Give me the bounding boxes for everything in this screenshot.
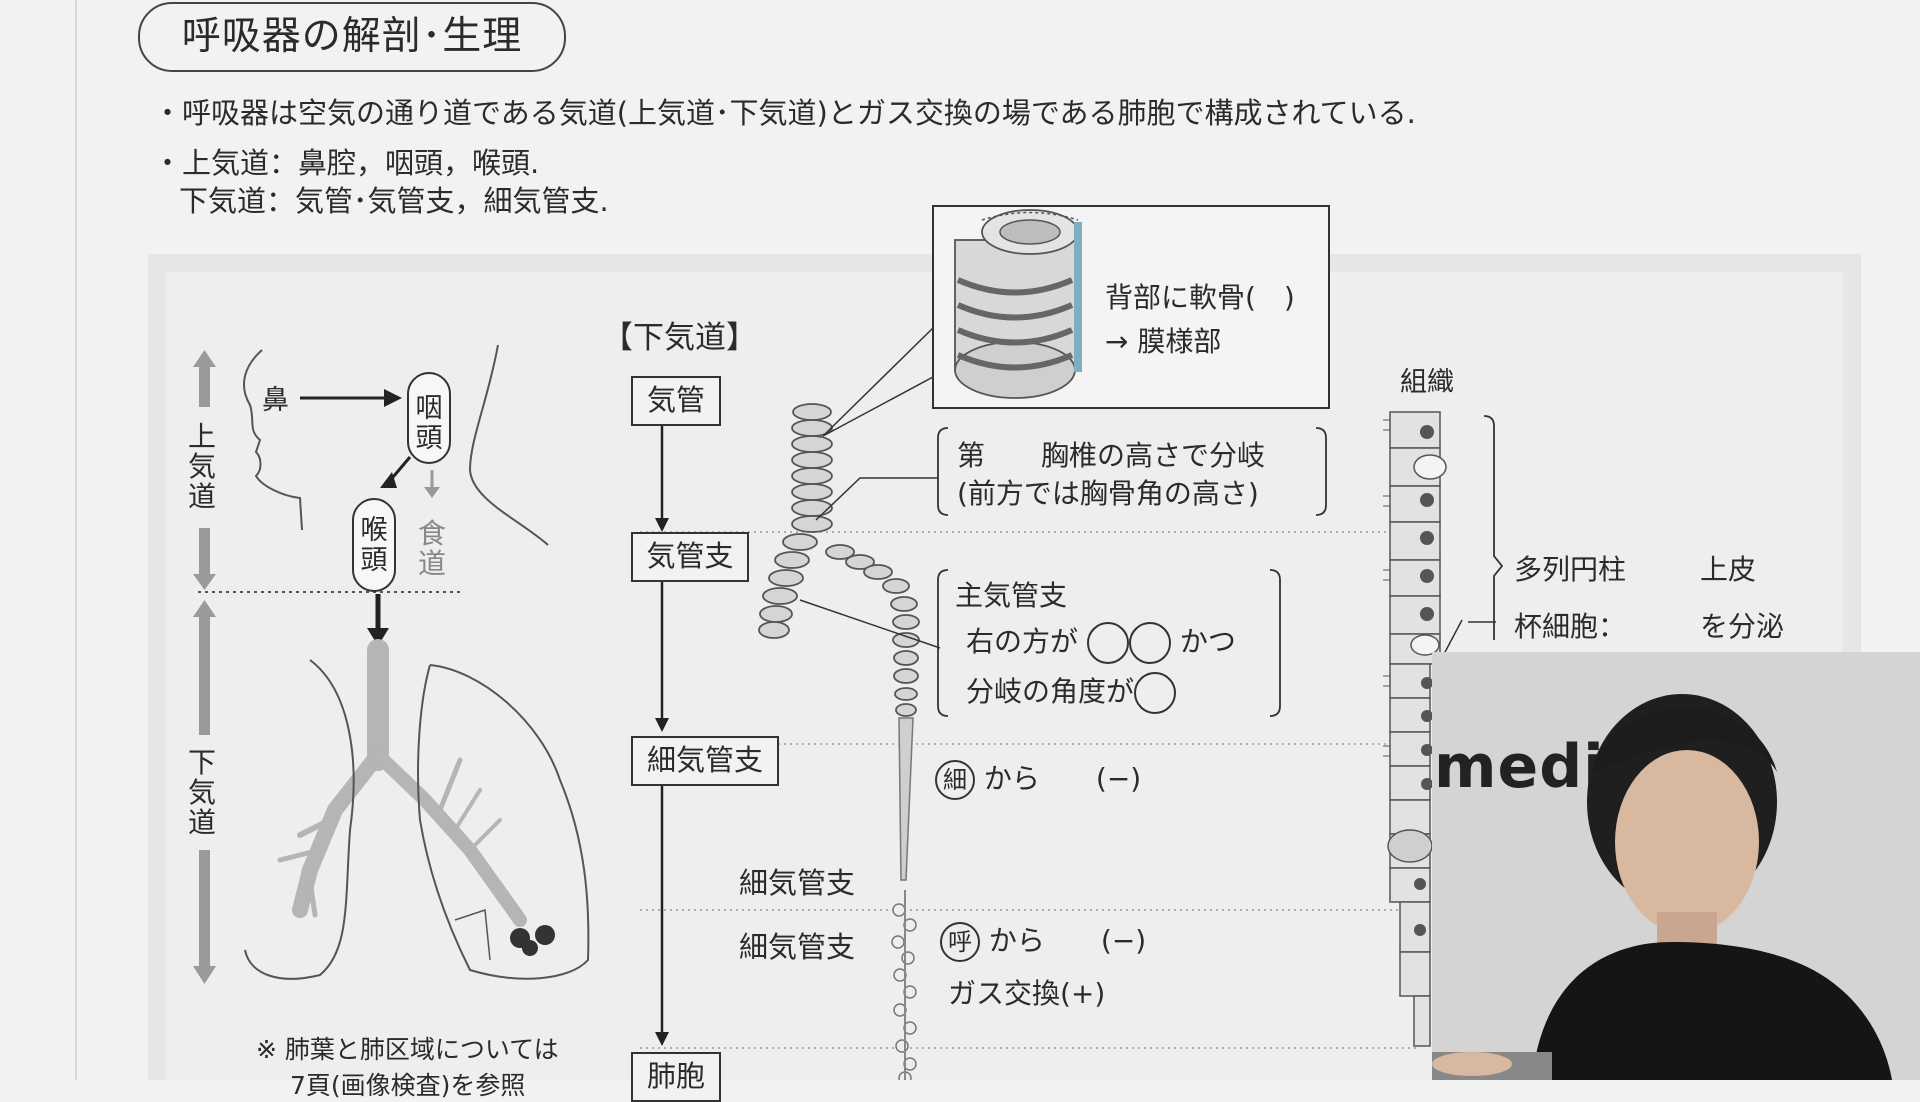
bronchus-box: 気管支 xyxy=(631,532,749,582)
terminal-bronchiole-label: 細気管支 xyxy=(739,866,856,900)
note-line1: ※ 肺葉と肺区域については xyxy=(256,1035,559,1064)
tissue-heading: 組織 xyxy=(1400,367,1454,398)
fine-mark: 細 xyxy=(935,760,975,800)
page-title: 呼吸器の解剖･生理 xyxy=(138,2,566,72)
gas-exchange-text: ガス交換(+) xyxy=(948,977,1106,1010)
resp-text: から (−) xyxy=(988,924,1147,957)
terminal-bronchiole-note: 細 から (−) xyxy=(935,759,1141,800)
fine-text: から (−) xyxy=(983,762,1142,795)
cartilage-text: 背部に軟骨( ) xyxy=(1105,281,1295,314)
page-margin-line xyxy=(75,0,77,1080)
lower-airway-heading: 【下気道】 xyxy=(602,320,757,356)
blank-circle-1 xyxy=(1086,622,1129,664)
blank-circle-3 xyxy=(1134,672,1177,714)
bullet-respiratory-overview: ・呼吸器は空気の通り道である気道(上気道･下気道)とガス交換の場である肺胞で構成… xyxy=(153,96,1416,130)
alveolus-box: 肺胞 xyxy=(631,1052,721,1102)
sternal-angle-text: (前方では胸骨角の高さ) xyxy=(957,477,1259,510)
resp-mark: 呼 xyxy=(940,922,980,962)
bifurcation-level-text: 第 胸椎の高さで分岐 xyxy=(957,439,1266,472)
presenter-silhouette xyxy=(1432,694,1892,1080)
respiratory-bronchiole-note: 呼 から (−) xyxy=(940,921,1146,962)
bullet-lower-airway: 下気道：気管･気管支，細気管支. xyxy=(179,184,609,218)
epithelium-label-b: 上皮 xyxy=(1700,553,1757,586)
and-label: かつ xyxy=(1179,625,1236,658)
goblet-cell-label-b: を分泌 xyxy=(1700,610,1785,643)
bullet-upper-airway: ・上気道：鼻腔，咽頭，喉頭. xyxy=(153,146,540,180)
blank-circle-2 xyxy=(1128,622,1171,664)
branch-angle-label: 分岐の角度が xyxy=(966,675,1135,708)
pharynx-label: 咽頭 xyxy=(407,372,451,464)
goblet-cell-label-a: 杯細胞： xyxy=(1514,610,1627,643)
trachea-box: 気管 xyxy=(631,376,721,426)
upper-airway-label: 上気道 xyxy=(187,420,216,513)
main-bronchus-right-text: 右の方が かつ xyxy=(966,622,1236,664)
main-bronchus-title: 主気管支 xyxy=(955,579,1068,612)
larynx-label: 喉頭 xyxy=(352,498,396,592)
lower-airway-label: 下気道 xyxy=(187,746,216,839)
presenter-video: mediLi xyxy=(1432,652,1920,1080)
membranous-part-text: → 膜様部 xyxy=(1105,325,1222,358)
main-bronchus-angle-text: 分岐の角度が xyxy=(966,672,1177,714)
bronchiole-box: 細気管支 xyxy=(631,736,779,786)
nose-label: 鼻 xyxy=(262,385,289,416)
note-line2: 7頁(画像検査)を参照 xyxy=(290,1071,526,1100)
respiratory-bronchiole-label: 細気管支 xyxy=(739,930,856,964)
esophagus-label: 食道 xyxy=(417,517,446,580)
main-bronchus-right-label: 右の方が xyxy=(966,625,1079,658)
epithelium-label-a: 多列円柱 xyxy=(1514,553,1627,586)
